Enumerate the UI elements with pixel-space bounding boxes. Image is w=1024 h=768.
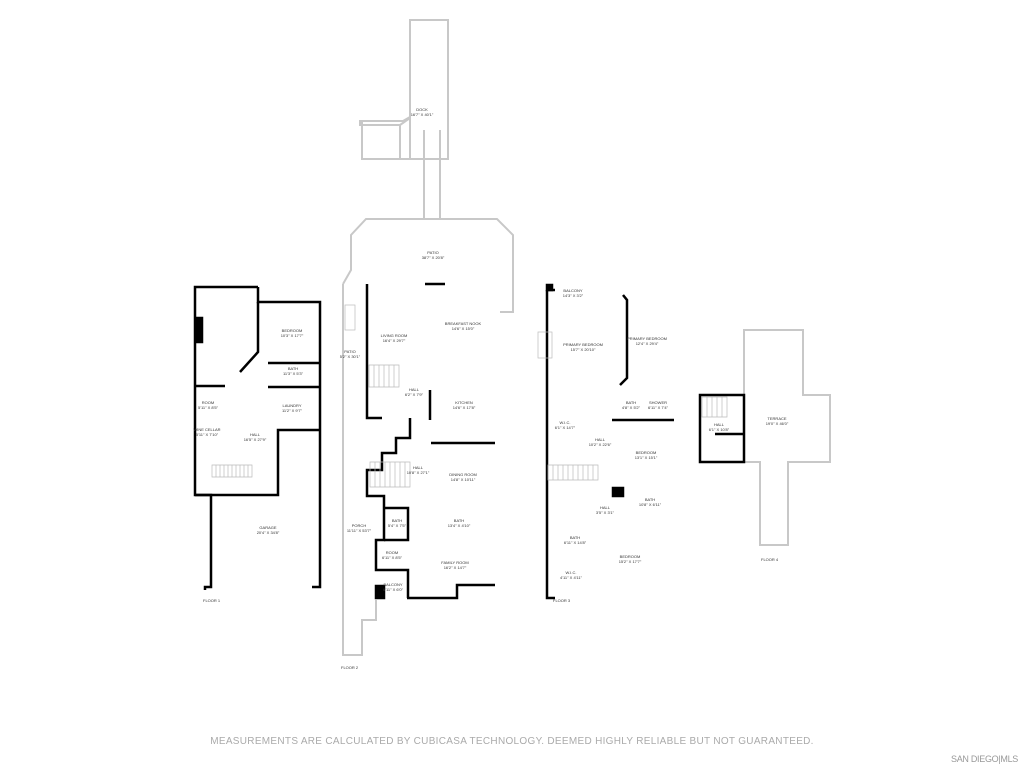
- column-icon: [611, 486, 625, 498]
- floor2-walls: [384, 506, 410, 542]
- exterior-outlines: [342, 19, 831, 656]
- floor2-walls: [365, 418, 412, 508]
- disclaimer-text: MEASUREMENTS ARE CALCULATED BY CUBICASA …: [210, 736, 814, 747]
- floor2-walls: [365, 284, 382, 420]
- porch-outline: [342, 284, 377, 656]
- room-label: W.I.C.4'11" x 4'11": [559, 570, 583, 580]
- fireplace-icon: [194, 316, 204, 344]
- column-icon: [545, 283, 554, 292]
- floor-label: FLOOR 1: [203, 598, 221, 603]
- fireplace-icon: [344, 304, 356, 331]
- stairs-floor4: [701, 396, 728, 418]
- floor1-walls: [239, 302, 260, 373]
- floor-label: FLOOR 2: [341, 665, 359, 670]
- floor1-walls: [256, 287, 322, 589]
- dock-outline-2: [399, 117, 411, 126]
- mls-watermark: SAN DIEGO|MLS: [951, 754, 1018, 764]
- room-label: W.I.C.6'1" x 14'7": [554, 420, 576, 430]
- floor3-walls: [619, 294, 629, 386]
- floor4-hall-walls: [698, 393, 746, 464]
- floor-label: FLOOR 3: [553, 598, 571, 603]
- stairs: [211, 304, 728, 488]
- floor2-walls: [374, 508, 410, 598]
- stairs-floor2: [369, 461, 411, 488]
- column-icon: [374, 584, 386, 600]
- floor-label: FLOOR 4: [761, 557, 779, 562]
- dock-outline: [359, 19, 449, 160]
- stairs-floor2-upper: [368, 364, 400, 388]
- terrace-outline: [743, 329, 831, 546]
- floor1-walls: [195, 428, 320, 497]
- floor3-walls: [545, 290, 555, 600]
- dock-lower: [361, 115, 411, 160]
- walls: [193, 282, 746, 600]
- stairs-floor3: [547, 464, 599, 481]
- stairs-floor1: [211, 464, 253, 478]
- floor2-walls: [407, 583, 495, 600]
- patio-outline: [342, 218, 514, 313]
- fireplace-icon: [537, 331, 553, 359]
